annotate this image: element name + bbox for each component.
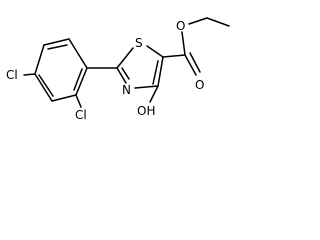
bond-c5-carbonyl-c [162, 54, 186, 58]
atom-nitrogen: N [122, 83, 131, 97]
bond-ring-double-2 [38, 74, 54, 97]
bond-ring-c4-c5 [34, 73, 53, 102]
bond-c2-s [116, 47, 134, 69]
bond-c4-n [134, 85, 159, 89]
atom-hydroxyl: OH [137, 104, 155, 118]
bond-ring-c1-c2 [68, 38, 88, 69]
bond-c6-cl-ortho [75, 94, 82, 108]
bond-carbonyl-double-1 [184, 54, 197, 76]
dichlorophenyl-ring [34, 38, 88, 102]
bond-ch2-ch3 [206, 17, 230, 27]
thiazole-ring [116, 45, 164, 89]
bond-ring-c3-c4 [34, 44, 45, 75]
bond-s-c5 [146, 45, 164, 58]
bond-ring-c6-c1 [75, 67, 88, 96]
bond-n-c2-double [121, 67, 130, 80]
atom-ester-oxygen: O [176, 19, 185, 33]
atom-cl-para: Cl [6, 68, 18, 82]
bond-c4-oh [149, 85, 159, 103]
bond-c5-c4-double [152, 60, 159, 85]
atom-carbonyl-oxygen: O [195, 78, 204, 92]
bond-ring-double-3 [73, 68, 83, 91]
chemical-structure-diagram: Cl Cl S N OH O O [6, 17, 230, 122]
bond-carbonyl-c-o-ester [181, 31, 186, 56]
bond-ring-c2-c3 [43, 38, 70, 46]
bond-c4-cl-para [23, 73, 36, 76]
bond-ring-double-1 [47, 44, 68, 50]
bond-ring-c5-c6 [51, 94, 77, 102]
bond-carbonyl-double-2 [189, 52, 201, 73]
bond-o-ch2 [188, 17, 208, 25]
atom-cl-ortho: Cl [75, 108, 87, 122]
bond-c5-c4 [157, 56, 164, 87]
atom-sulfur: S [135, 36, 143, 50]
bond-n-c2 [116, 67, 127, 84]
